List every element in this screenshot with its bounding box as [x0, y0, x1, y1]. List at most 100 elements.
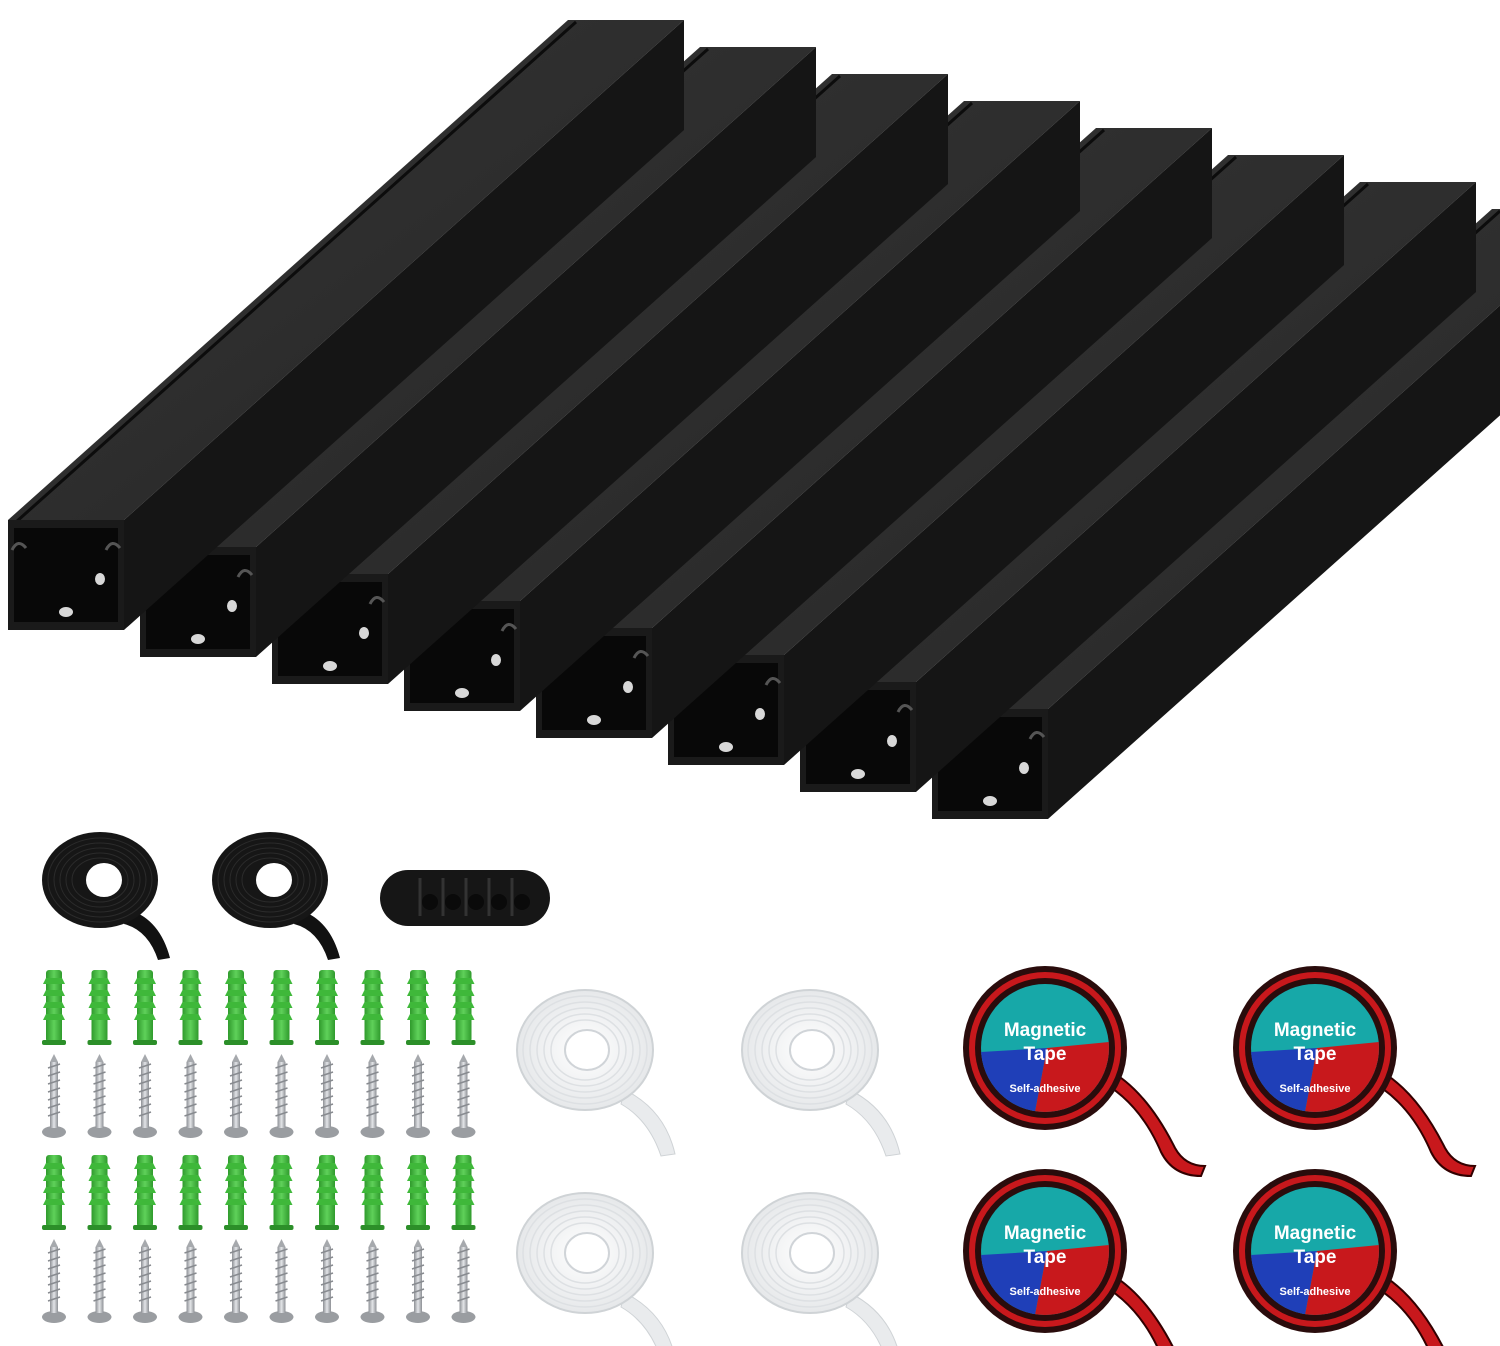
screw-shank [141, 1062, 149, 1128]
anchor-rib [179, 1014, 202, 1020]
screw-thread [93, 1111, 106, 1117]
anchor-flange [42, 1225, 66, 1230]
screw [87, 1239, 112, 1323]
screw-thread [47, 1103, 61, 1109]
anchor-flange [269, 1225, 294, 1230]
anchor-flange [451, 1040, 476, 1045]
screw-thread [229, 1087, 243, 1093]
label-title: Magnetic [1004, 1223, 1087, 1244]
screw-thread [366, 1256, 379, 1262]
tape-ring [529, 1204, 641, 1302]
anchor-rib [225, 978, 247, 984]
anchor-flange [224, 1225, 248, 1230]
tape-ring [775, 1222, 845, 1284]
raceway-groove [15, 20, 577, 524]
screw-head [451, 1126, 476, 1138]
anchor-rib [88, 1014, 111, 1020]
tape-label [981, 984, 1109, 1112]
screw-thread [411, 1256, 425, 1262]
screw-thread [366, 1288, 379, 1294]
tape-ring [754, 1204, 866, 1302]
anchor-rib [179, 978, 202, 984]
wall-anchor [133, 970, 157, 1045]
screw-shank [368, 1247, 377, 1313]
screw-thread [457, 1296, 470, 1302]
screw-thread [457, 1248, 470, 1254]
screw-thread [366, 1063, 379, 1069]
raceway-top [8, 20, 684, 520]
screw-tip [323, 1054, 331, 1062]
anchor-rib [43, 1175, 65, 1181]
wall-anchor [42, 970, 66, 1045]
anchor-rib [225, 1002, 247, 1008]
screw [133, 1054, 157, 1138]
screw-thread [411, 1296, 425, 1302]
anchor-rib [270, 1014, 293, 1020]
screw-thread [229, 1063, 243, 1069]
screw-thread [366, 1087, 379, 1093]
anchor-rib [316, 1163, 338, 1169]
screw-thread [138, 1264, 152, 1270]
screw-thread [229, 1079, 243, 1085]
screw-shank [277, 1247, 286, 1313]
tape-tail [620, 1292, 673, 1346]
screw-thread [138, 1063, 152, 1069]
screw-head [224, 1126, 248, 1138]
anchor-rib [452, 1014, 475, 1020]
tape-ring [65, 852, 135, 908]
anchor-rib [270, 1187, 293, 1193]
screw-thread [275, 1272, 288, 1278]
tape-ring [775, 1019, 845, 1081]
screw [87, 1054, 112, 1138]
screw-thread [411, 1063, 425, 1069]
anchor-rib [452, 978, 475, 984]
screw-tip [459, 1054, 468, 1062]
anchor-rib [361, 990, 384, 996]
screw-thread [457, 1280, 470, 1286]
anchor-rib [407, 1002, 429, 1008]
wall-anchor [315, 970, 339, 1045]
screw-thread [229, 1111, 243, 1117]
screw-head [406, 1126, 430, 1138]
screw-thread [366, 1095, 379, 1101]
tape-core [86, 863, 122, 897]
screw-thread [275, 1095, 288, 1101]
screw-thread [138, 1079, 152, 1085]
screw-head [178, 1311, 203, 1323]
screw-thread [93, 1280, 106, 1286]
screw-head [360, 1311, 385, 1323]
screw-thread [366, 1111, 379, 1117]
screw-head [133, 1311, 157, 1323]
screw-thread [457, 1264, 470, 1270]
screw-thread [184, 1288, 197, 1294]
tape-ring [59, 847, 141, 913]
raceway-hole [359, 627, 369, 639]
screw [178, 1239, 203, 1323]
anchor-rib [361, 1199, 384, 1205]
screw-thread [93, 1248, 106, 1254]
screw-thread [138, 1111, 152, 1117]
screw-tip [95, 1239, 104, 1247]
label-subtitle: Tape [1024, 1247, 1067, 1268]
screw [315, 1239, 339, 1323]
clip-hole [468, 894, 484, 910]
anchor-rib [134, 1199, 156, 1205]
screw-thread [93, 1095, 106, 1101]
wall-anchor [87, 1155, 112, 1230]
screw-thread [366, 1071, 379, 1077]
screw-head [269, 1311, 294, 1323]
screw-shank [459, 1062, 468, 1128]
screw [406, 1054, 430, 1138]
tape-ring [747, 995, 873, 1105]
tape-tail [620, 1089, 676, 1157]
raceway-side [784, 155, 1344, 765]
screw-thread [184, 1071, 197, 1077]
screw-tip [368, 1054, 377, 1062]
anchor-rib [407, 978, 429, 984]
wall-anchor [406, 970, 430, 1045]
screw-thread [411, 1071, 425, 1077]
screw [406, 1239, 430, 1323]
screw-thread [275, 1288, 288, 1294]
wall-anchor [42, 1155, 66, 1230]
anchor-rib [361, 1002, 384, 1008]
